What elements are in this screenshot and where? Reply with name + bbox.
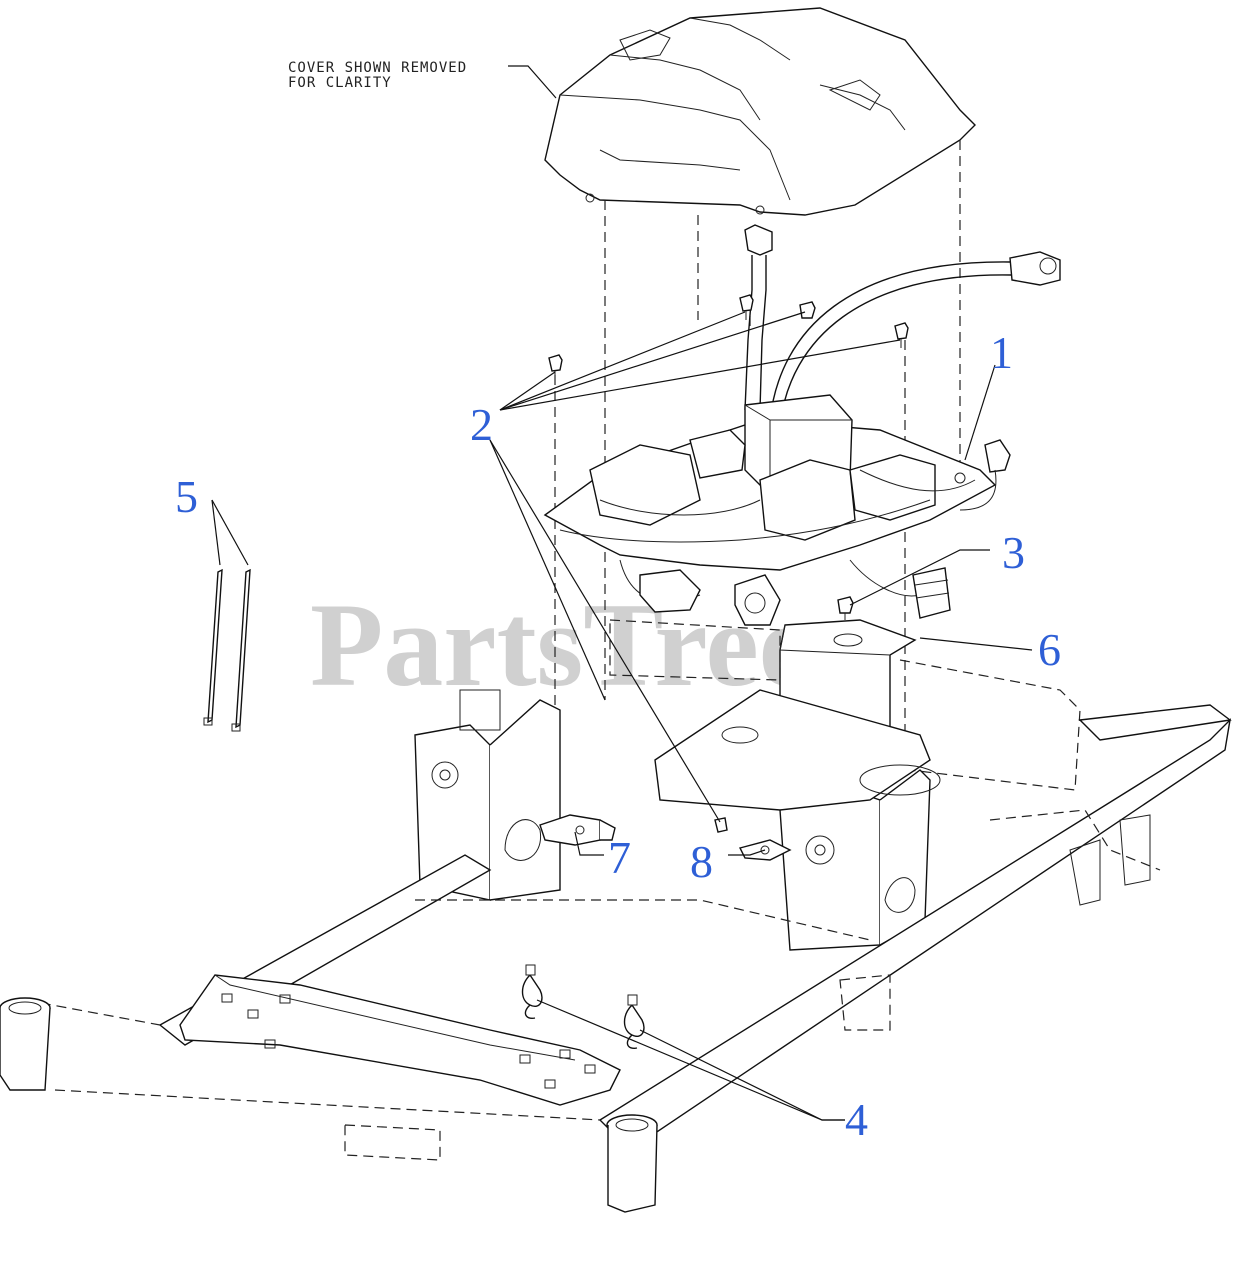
bolt [548,354,563,380]
cover-note: COVER SHOWN REMOVED FOR CLARITY [288,60,557,99]
callout-7[interactable]: 7 [608,832,631,883]
bolt [739,294,754,320]
cable-ties [203,568,251,732]
note-line-2: FOR CLARITY [288,75,392,91]
callout-2[interactable]: 2 [470,399,493,450]
bolt [837,596,854,620]
callout-8[interactable]: 8 [690,836,713,887]
control-module [543,394,1011,626]
callout-1[interactable]: 1 [990,327,1013,378]
callout-4[interactable]: 4 [845,1094,868,1145]
callout-5[interactable]: 5 [175,471,198,522]
note-line-1: COVER SHOWN REMOVED [288,60,467,76]
small-brackets [539,814,792,861]
chassis-frame [0,619,1232,1213]
callout-3[interactable]: 3 [1002,527,1025,578]
wire-clips [521,964,645,1050]
bolt [894,322,909,348]
callouts: 1 2 3 4 5 6 7 8 [175,327,1061,1145]
leader-lines [211,311,1033,1121]
wire-harness [744,224,1061,426]
bolts [548,294,909,620]
cover-assembly [544,7,976,216]
callout-6[interactable]: 6 [1038,624,1061,675]
bolt [799,301,816,319]
